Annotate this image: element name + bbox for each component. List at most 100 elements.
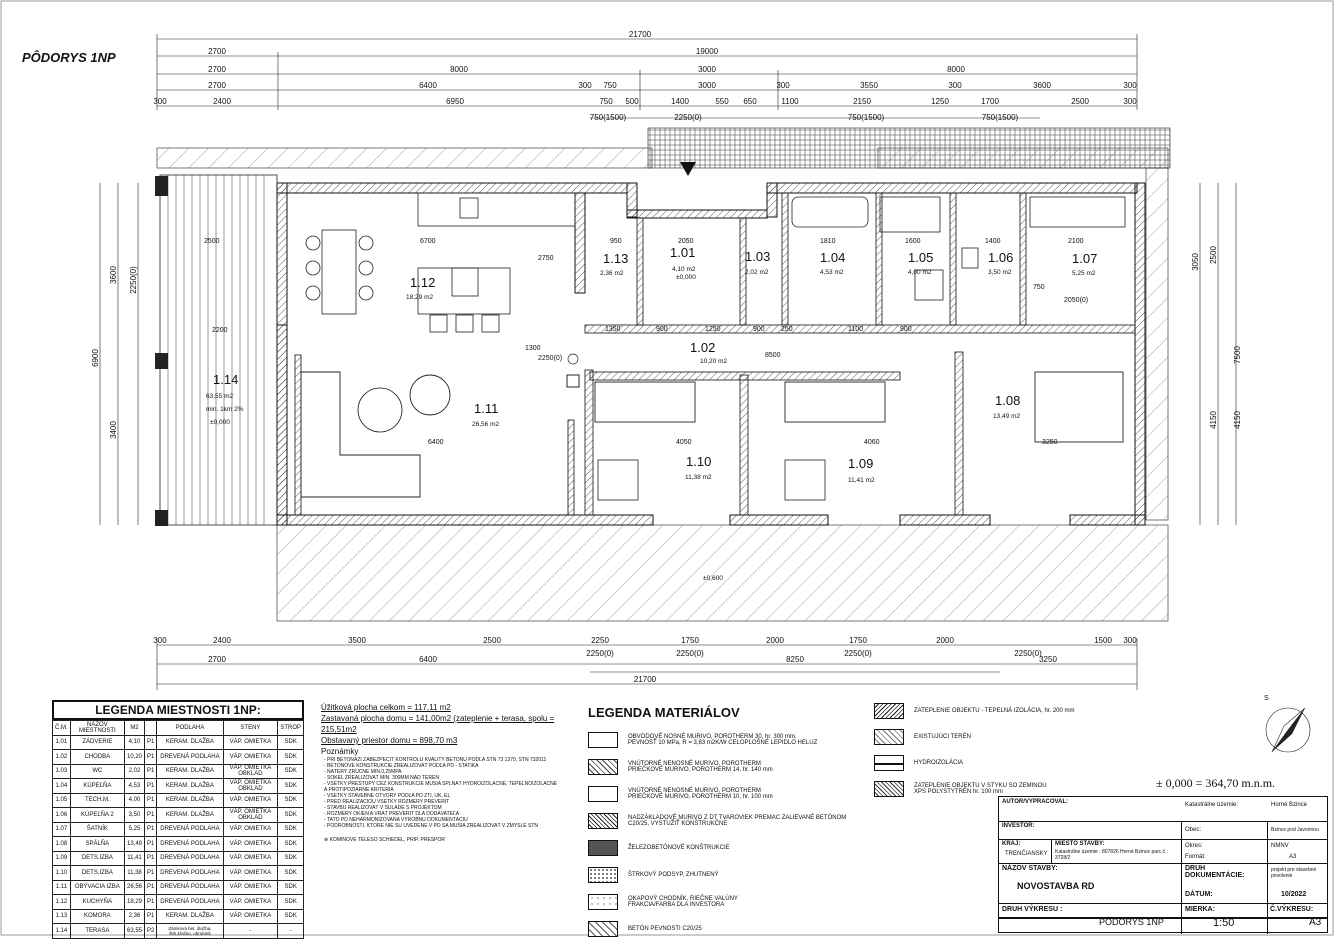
table-cell: KERAM. DLAŽBA (156, 763, 224, 779)
svg-text:2400: 2400 (213, 97, 231, 106)
table-cell: VÁP. OMIETKA (222, 749, 279, 765)
municipality-value: Bzince pod Javorinou (1271, 827, 1319, 833)
interior-dimension-labels: 2500 6700 2200 6400 2750 1300 2250(0) 95… (204, 238, 1088, 446)
svg-text:5,25 m2: 5,25 m2 (1072, 270, 1096, 277)
note: - VŠETKY PRESTUPY CEZ KONŠTRUKCIE MUSIA … (324, 781, 558, 787)
svg-text:300: 300 (1123, 636, 1137, 645)
note: - PRI BETÓNAŽI ZABEZPEČIŤ KONTROLU KVALI… (324, 757, 547, 763)
table-cell: SDK (277, 749, 304, 765)
svg-text:11,41 m2: 11,41 m2 (848, 477, 875, 484)
notes-list: - PRI BETÓNAŽI ZABEZPEČIŤ KONTROLU KVALI… (324, 757, 589, 843)
material-item: ZATEPLENIE OBJEKTU - TEPELNÁ IZOLÁCIA, h… (874, 698, 1114, 724)
svg-text:2700: 2700 (208, 47, 226, 56)
gravel-strip-bottom (276, 524, 1169, 622)
svg-text:min. 1km 2%: min. 1km 2% (206, 406, 244, 413)
svg-text:2750: 2750 (538, 255, 554, 262)
svg-text:1700: 1700 (981, 97, 999, 106)
table-cell: SDK (277, 778, 304, 794)
table-cell: P1 (143, 836, 158, 852)
svg-text:4050: 4050 (676, 439, 692, 446)
col-header: Č.M. (52, 720, 71, 736)
table-cell: VÁP. OMIETKA (222, 792, 279, 808)
table-cell: SDK (277, 836, 304, 852)
svg-text:950: 950 (610, 238, 622, 245)
svg-text:6950: 6950 (446, 97, 464, 106)
svg-text:1810: 1810 (820, 238, 836, 245)
table-cell: KERAM. DLAŽBA (156, 908, 224, 924)
table-cell: 2,36 (123, 908, 146, 924)
drawing-type-label: DRUH VÝKRESU : (1002, 906, 1063, 913)
table-cell: P1 (143, 894, 158, 910)
col-header: M2 (123, 720, 146, 736)
title-block: AUTOR/VYPRACOVAL: INVESTOR: KRAJ: TRENČI… (998, 796, 1328, 934)
svg-text:4150: 4150 (1209, 411, 1218, 429)
table-cell: 1.11 (52, 879, 71, 895)
svg-text:2200: 2200 (212, 327, 228, 334)
materials-title: LEGENDA MATERIÁLOV (588, 705, 740, 720)
table-cell: VÁP. OMIETKA (222, 879, 279, 895)
svg-text:2700: 2700 (208, 655, 226, 664)
terrace-column (155, 353, 168, 369)
doc-type-label: DRUH DOKUMENTÁCIE: (1185, 865, 1245, 879)
right-dimensions (1199, 183, 1237, 525)
scale-label: MIERKA: (1185, 906, 1215, 913)
svg-text:±0,600: ±0,600 (703, 575, 723, 582)
table-cell: VÁP. OMIETKA (222, 734, 279, 750)
svg-text:1.05: 1.05 (908, 250, 933, 265)
format-label: Formát: (1185, 854, 1206, 860)
table-cell: VÁP. OMIETKA (222, 908, 279, 924)
svg-text:1250: 1250 (705, 326, 721, 333)
svg-text:2000: 2000 (766, 636, 784, 645)
shower (879, 196, 941, 233)
svg-text:1100: 1100 (848, 326, 863, 333)
note: - STAVBU REALIZOVAŤ V SÚLADE S PROJEKTOM (324, 805, 442, 811)
svg-text:1250: 1250 (931, 97, 949, 106)
table-cell: SDK (277, 792, 304, 808)
svg-text:2250: 2250 (591, 636, 609, 645)
table-cell: KÚPEĽŇA (69, 778, 125, 794)
swatch-insulation (874, 703, 904, 719)
table-cell: 1.06 (52, 807, 71, 823)
swatch-pebbles (588, 893, 618, 910)
table-cell: P2 (143, 923, 158, 939)
svg-text:300: 300 (1123, 81, 1137, 90)
svg-text:2250(0): 2250(0) (538, 355, 562, 362)
svg-text:900: 900 (900, 326, 912, 333)
svg-text:8500: 8500 (765, 352, 781, 359)
table-cell: DETS.IZBA (69, 850, 125, 866)
dining-chairs (305, 235, 374, 301)
gravel-strip-top (156, 147, 653, 169)
project-name: NOVOSTAVBA RD (1017, 881, 1095, 891)
wc-toilet (961, 247, 979, 269)
svg-text:6400: 6400 (419, 655, 437, 664)
room-labels: 1.01 4,10 m2 ±0,000 1.02 10,20 m2 1.03 2… (206, 245, 1097, 582)
note: - VŠETKY STAVEBNÉ OTVORY PODĽA PD ZTI, U… (324, 793, 451, 799)
svg-text:2250(0): 2250(0) (674, 113, 702, 122)
note: - PODROBNOSTI, KTORÉ NIE SÚ UVEDENÉ V PD… (324, 823, 539, 829)
bottom-dimensions (156, 638, 1138, 690)
svg-text:300: 300 (1123, 97, 1137, 106)
svg-text:1.13: 1.13 (603, 251, 628, 266)
terrace-area (159, 174, 278, 526)
svg-text:6700: 6700 (420, 238, 436, 245)
svg-text:2500: 2500 (1209, 246, 1218, 264)
note: - PRED REALIZÁCIOU VŠETKY ROZMERY PREVER… (324, 799, 450, 805)
table-cell: DREVENÁ PODLAHA (156, 749, 224, 765)
table-cell: SPÁLŇA (69, 836, 125, 852)
svg-text:63,55 m2: 63,55 m2 (206, 393, 233, 400)
svg-text:1750: 1750 (849, 636, 867, 645)
table-cell: SDK (277, 763, 304, 779)
svg-text:1.14: 1.14 (213, 372, 238, 387)
table-cell: KÚPEĽŇA 2 (69, 807, 125, 823)
table-cell: DREVENÁ PODLAHA (156, 850, 224, 866)
left-dimension-labels: 6900 3600 3400 2250(0) (91, 266, 138, 439)
chimney-symbol (567, 353, 579, 365)
table-cell: P1 (143, 763, 158, 779)
svg-text:550: 550 (715, 97, 729, 106)
table-cell: TECH.M. (69, 792, 125, 808)
svg-text:3500: 3500 (348, 636, 366, 645)
svg-text:11,38 m2: 11,38 m2 (685, 474, 712, 481)
